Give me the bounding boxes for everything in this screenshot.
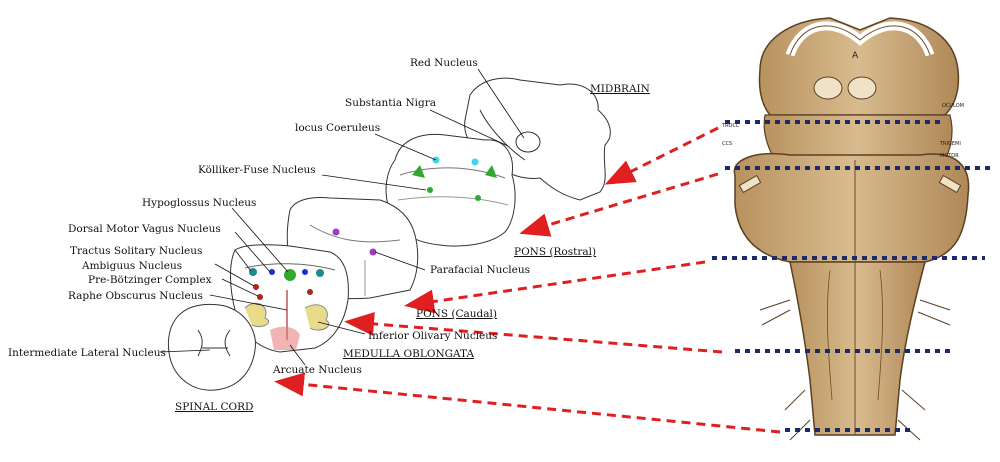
section-label-medulla: MEDULLA OBLONGATA xyxy=(343,348,475,360)
arrow-pons-caudal xyxy=(404,260,706,314)
nucleus-dorsal-motor-vagus xyxy=(269,269,275,275)
nucleus-parafacial-left xyxy=(332,228,340,236)
nucleus-pre-botzinger xyxy=(257,294,263,300)
arrow-midbrain xyxy=(604,126,719,185)
section-label-pons-caudal: PONS (Caudal) xyxy=(416,308,497,320)
nucleus-tractus-solitary-right xyxy=(316,269,324,277)
label-trochl: TROCL xyxy=(721,123,739,129)
nucleus-kolliker-fuse-right xyxy=(475,195,481,201)
nucleus-arcuate xyxy=(270,326,300,350)
label-trigem: TRIGEMI xyxy=(939,141,961,147)
arrow-pons-rostral xyxy=(519,172,719,237)
label-raphe-obscurus: Raphe Obscurus Nucleus xyxy=(68,290,203,302)
nucleus-locus-coeruleus-right xyxy=(471,158,479,166)
section-cut-lines xyxy=(712,120,990,432)
nucleus-parafacial-right xyxy=(369,248,377,256)
section-label-midbrain: MIDBRAIN xyxy=(590,83,650,95)
label-arcuate: Arcuate Nucleus xyxy=(273,364,362,376)
label-locus-coeruleus: locus Coeruleus xyxy=(295,122,381,134)
label-inferior-olivary: Inferior Olivary Nucleus xyxy=(368,330,498,342)
label-a: A xyxy=(852,51,859,61)
section-spinal-cord xyxy=(167,303,256,391)
nucleus-hypoglossus xyxy=(284,269,296,281)
label-tractus-solitary: Tractus Solitary Nucleus xyxy=(70,245,203,257)
label-kolliker-fuse: Kölliker-Fuse Nucleus xyxy=(198,164,316,176)
label-pre-botzinger: Pre-Bötzinger Complex xyxy=(88,274,212,286)
leader-lines xyxy=(159,68,525,366)
label-intermediate-lateral: Intermediate Lateral Nucleus xyxy=(8,347,166,359)
label-oculom: OCULOM xyxy=(942,103,964,109)
label-ambiguus: Ambiguus Nucleus xyxy=(82,260,183,272)
nucleus-kolliker-fuse-left xyxy=(427,187,433,193)
arrow-medulla xyxy=(344,311,723,354)
section-label-pons-rostral: PONS (Rostral) xyxy=(514,246,597,258)
label-ccs: CCS xyxy=(722,141,732,147)
brainstem-illustration: A OCULOM TROCL CCS TRIGEMI MOTOR xyxy=(721,17,970,441)
nuclei-markers xyxy=(244,156,497,350)
label-motor: MOTOR xyxy=(940,153,959,159)
label-substantia-nigra: Substantia Nigra xyxy=(345,97,437,109)
nucleus-inferior-olivary-right xyxy=(304,304,330,331)
label-hypoglossus: Hypoglossus Nucleus xyxy=(142,197,257,209)
nucleus-tractus-solitary xyxy=(249,268,257,276)
nucleus-dorsal-motor-vagus-right xyxy=(302,269,308,275)
section-arrows xyxy=(274,126,781,434)
arrow-spinal-cord xyxy=(274,372,781,434)
nucleus-ambiguus-right xyxy=(307,289,313,295)
cross-sections xyxy=(167,77,611,391)
section-label-spinal-cord: SPINAL CORD xyxy=(175,401,254,413)
label-dorsal-motor-vagus: Dorsal Motor Vagus Nucleus xyxy=(68,223,221,235)
label-red-nucleus: Red Nucleus xyxy=(410,57,478,69)
nucleus-ambiguus xyxy=(253,284,259,290)
label-parafacial: Parafacial Nucleus xyxy=(430,264,531,276)
